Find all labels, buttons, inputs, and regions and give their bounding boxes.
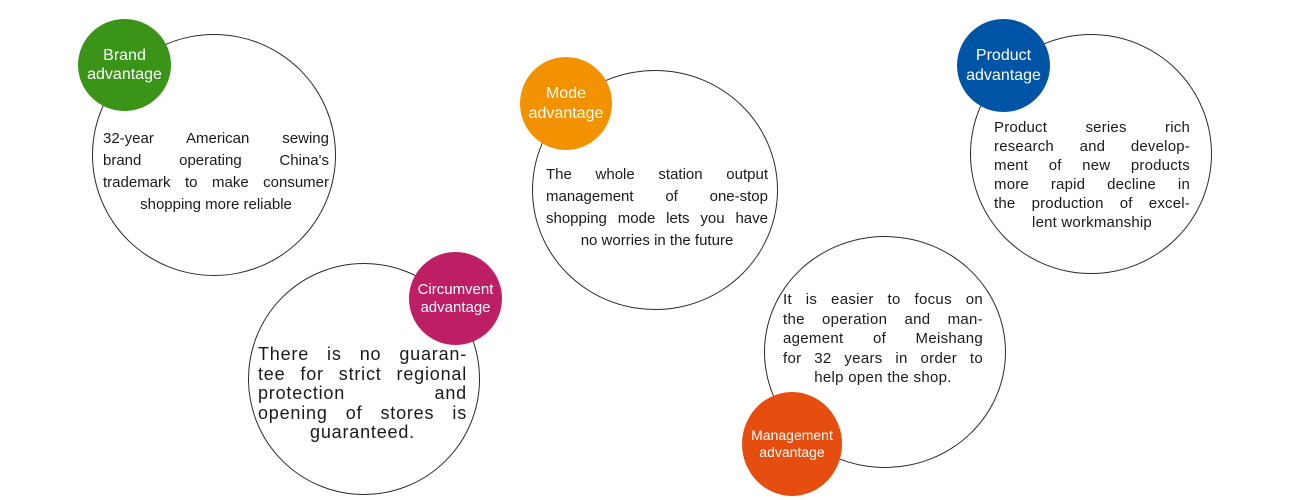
mode-badge: Mode advantage [520, 57, 612, 150]
brand-title: Brand advantage [87, 46, 162, 83]
circumvent-line-4: opening of stores is [258, 402, 467, 423]
management-line-3: agement of Meishang [783, 330, 983, 347]
management-line-5: help open the shop. [814, 369, 952, 386]
circumvent-line-3: protection and [258, 383, 467, 403]
product-line-6: lent workmanship [1032, 214, 1152, 231]
mode-line-3: shopping mode lets you have [546, 210, 768, 227]
product-title: Product advantage [966, 47, 1041, 84]
brand-line-2: brand operating China's [103, 152, 329, 169]
circumvent-line-5: guaranteed. [310, 422, 415, 442]
mode-title: Mode advantage [528, 85, 604, 122]
brand-line-4: shopping more reliable [140, 196, 292, 213]
mode-line-1: The whole station output [546, 166, 768, 183]
brand-line-3: trademark to make consumer [103, 174, 329, 191]
mode-line-4: no worries in the future [580, 232, 734, 249]
product-line-4: more rapid decline in [994, 176, 1190, 193]
circumvent-badge: Circumvent advantage [409, 252, 502, 345]
product-line-1: Product series rich [994, 119, 1190, 136]
mode-line-2: management of one-stop [546, 188, 768, 205]
management-badge: Management advantage [742, 392, 842, 496]
management-text: It is easier to focus on the operation a… [783, 290, 983, 388]
management-line-4: for 32 years in order to [783, 349, 983, 367]
brand-badge: Brand advantage [78, 19, 171, 111]
product-line-5: the production of excel- [994, 195, 1190, 212]
management-title: Management advantage [751, 427, 833, 460]
brand-text: 32-year American sewing brand operating … [103, 128, 329, 216]
management-line-1: It is easier to focus on [783, 291, 983, 308]
product-line-2: research and develop- [994, 138, 1190, 155]
circumvent-title: Circumvent advantage [417, 280, 494, 316]
product-line-3: ment of new products [994, 157, 1190, 174]
management-line-2: the operation and man- [783, 310, 983, 328]
circumvent-line-2: tee for strict regional [258, 363, 467, 384]
product-text: Product series rich research and develop… [994, 118, 1190, 232]
mode-text: The whole station output management of o… [546, 164, 768, 252]
circumvent-line-1: There is no guaran- [258, 344, 467, 364]
product-badge: Product advantage [957, 19, 1050, 112]
brand-line-1: 32-year American sewing [103, 130, 329, 147]
circumvent-text: There is no guaran- tee for strict regio… [258, 344, 467, 443]
